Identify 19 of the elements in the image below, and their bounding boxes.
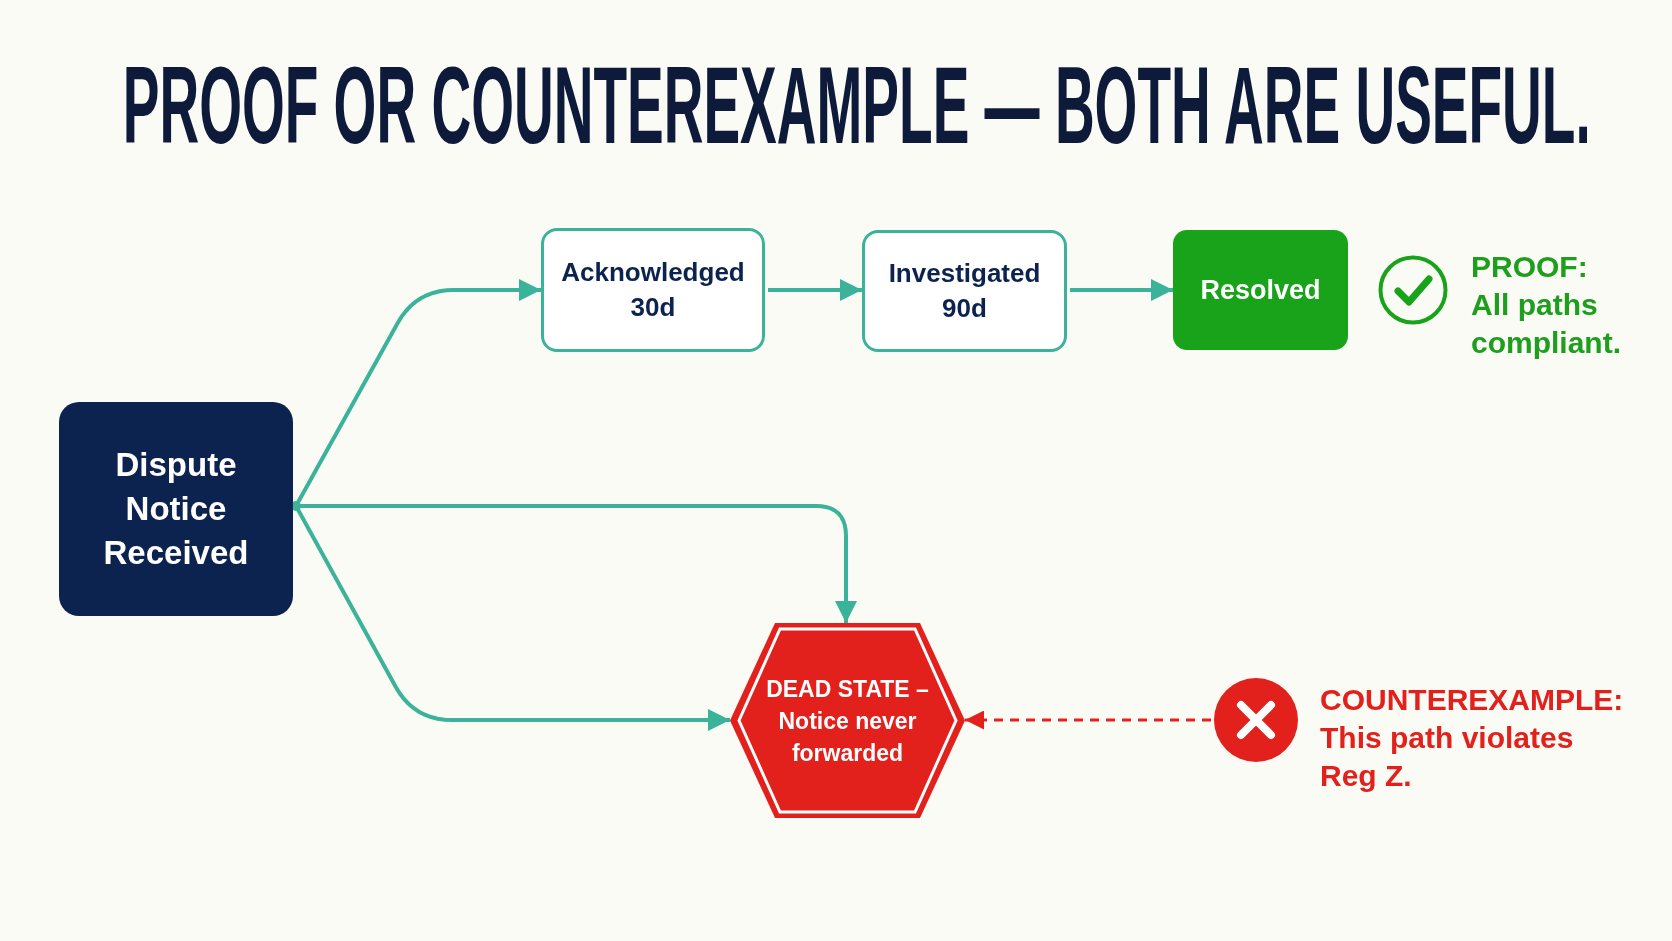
callout-heading: PROOF:: [1471, 249, 1589, 285]
node-text: Investigated 90d: [888, 257, 1041, 325]
node-text: DEAD STATE – Notice never forwarded: [765, 674, 930, 768]
arrow: [768, 279, 862, 301]
end-box: [1173, 230, 1348, 350]
title: PROOF OR COUNTEREXAMPLE — BOTH ARE USEFUL.: [123, 50, 1591, 160]
x-circle-icon: [1214, 678, 1298, 762]
callout-text: This path violates Reg Z.: [1320, 720, 1575, 794]
arrow: [1070, 279, 1173, 301]
callout-text: All paths compliant.: [1471, 287, 1622, 361]
process-box: [862, 230, 1067, 352]
process-box: [541, 228, 765, 352]
start-box: [59, 402, 293, 616]
dashed-arrow: [965, 710, 1211, 730]
node-text: Dispute Notice Received: [103, 445, 249, 573]
node-text: Resolved: [1199, 274, 1322, 307]
callout-heading: COUNTEREXAMPLE:: [1320, 682, 1625, 718]
node-text: Acknowledged 30d: [560, 256, 746, 324]
hexagon-shape: [730, 623, 965, 818]
